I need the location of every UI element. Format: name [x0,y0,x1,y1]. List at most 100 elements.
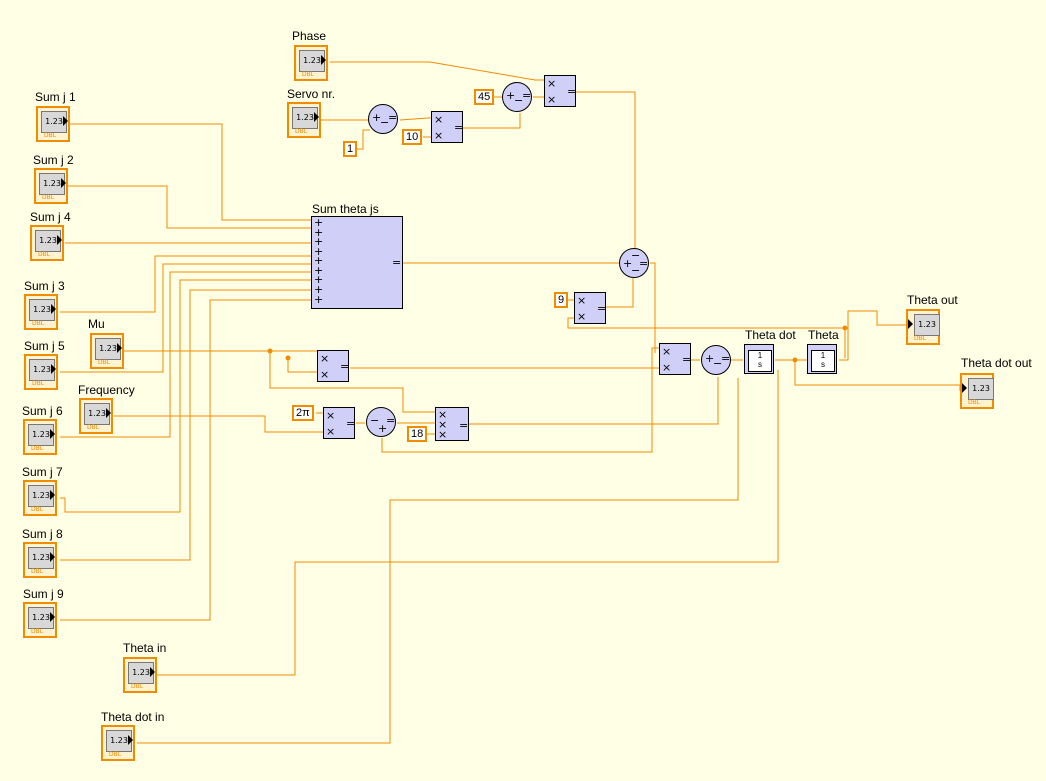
sumj4-label: Sum j 4 [30,210,71,224]
minus-icon: − [380,116,390,129]
type-tag: DBL [914,335,927,342]
integrator-numerator: 1 [820,351,826,360]
constant-nine[interactable]: 9 [554,292,569,308]
add-node-thetadot[interactable]: + − = [701,345,731,375]
type-tag: DBL [295,128,308,135]
equals-icon: = [567,85,577,98]
servo-label: Servo nr. [287,87,336,101]
minus-icon: − [514,94,524,107]
plus-icon: + [314,226,324,239]
plus-icon: + [705,352,715,365]
type-tag: DBL [31,445,44,452]
multiply-node-phase[interactable]: × × = [544,75,576,107]
equals-icon: = [682,353,692,366]
sumj9-label: Sum j 9 [23,587,64,601]
constant-twopi[interactable]: 2π [292,405,314,421]
constant-fortyfive[interactable]: 45 [474,89,495,105]
sum-theta-js-node[interactable]: + + + + + + + + + = [311,216,403,309]
numeric-value: 1.23 [84,403,110,425]
times-icon: × [320,368,330,381]
output-arrow-icon [321,55,326,65]
mu-label: Mu [88,317,105,331]
constant-eighteen[interactable]: 18 [407,426,428,442]
output-arrow-icon [51,304,56,314]
equals-icon: = [597,302,607,315]
multiply-node-twopi[interactable]: × × = [323,407,355,439]
equals-icon: = [346,417,356,430]
multiply-node-mid[interactable]: × × = [659,343,691,375]
type-tag: DBL [302,71,315,78]
times-icon: × [662,345,672,358]
subtract-node-servo[interactable]: + − = [368,104,398,134]
add-node-fortyfive[interactable]: + − = [502,82,532,112]
equals-icon: = [639,257,649,270]
output-arrow-icon [63,116,68,126]
type-tag: DBL [32,320,45,327]
times-icon: × [547,77,557,90]
multiply-node-ten[interactable]: × × = [431,111,463,143]
integrator-denominator: s [758,360,762,369]
type-tag: DBL [44,132,57,139]
plus-icon: + [314,254,324,267]
type-tag: DBL [38,251,51,258]
sumj6-label: Sum j 6 [22,404,63,418]
plus-icon: + [506,89,516,102]
type-tag: DBL [31,568,44,575]
output-arrow-icon [51,364,56,374]
sum-theta-js-label: Sum theta js [312,202,379,216]
multiply-node-nine[interactable]: × × = [574,292,606,324]
numeric-value: 1.23 [299,50,325,72]
multiply-node-mu[interactable]: × × = [317,350,349,382]
output-arrow-icon [50,490,55,500]
output-arrow-icon [50,612,55,622]
output-arrow-icon [128,735,133,745]
times-icon: × [326,425,336,438]
constant-one[interactable]: 1 [343,141,358,157]
output-arrow-icon [61,178,66,188]
output-arrow-icon [314,112,319,122]
equals-icon: = [454,121,464,134]
numeric-value: 1.23 [968,378,994,400]
output-arrow-icon [57,235,62,245]
plus-icon: + [314,216,324,229]
type-tag: DBL [42,194,55,201]
times-icon: × [577,310,587,323]
plus-icon: + [314,235,324,248]
plus-icon: + [314,273,324,286]
type-tag: DBL [109,751,122,758]
constant-ten[interactable]: 10 [402,129,423,145]
equals-icon: = [721,352,731,365]
sumj5-label: Sum j 5 [24,339,65,353]
multiply-node-eighteen[interactable]: × × × = [435,407,469,441]
subtract-node-main[interactable]: − + − = [619,248,649,278]
equals-icon: = [459,419,469,432]
subtract-node-lower[interactable]: − + = [366,407,396,437]
times-icon: × [662,361,672,374]
numeric-value: 1.23 [29,299,55,321]
times-icon: × [438,418,448,431]
sumj8-label: Sum j 8 [22,527,63,541]
times-icon: × [547,93,557,106]
thetaout-label: Theta out [907,293,958,307]
thetain-label: Theta in [123,641,167,655]
